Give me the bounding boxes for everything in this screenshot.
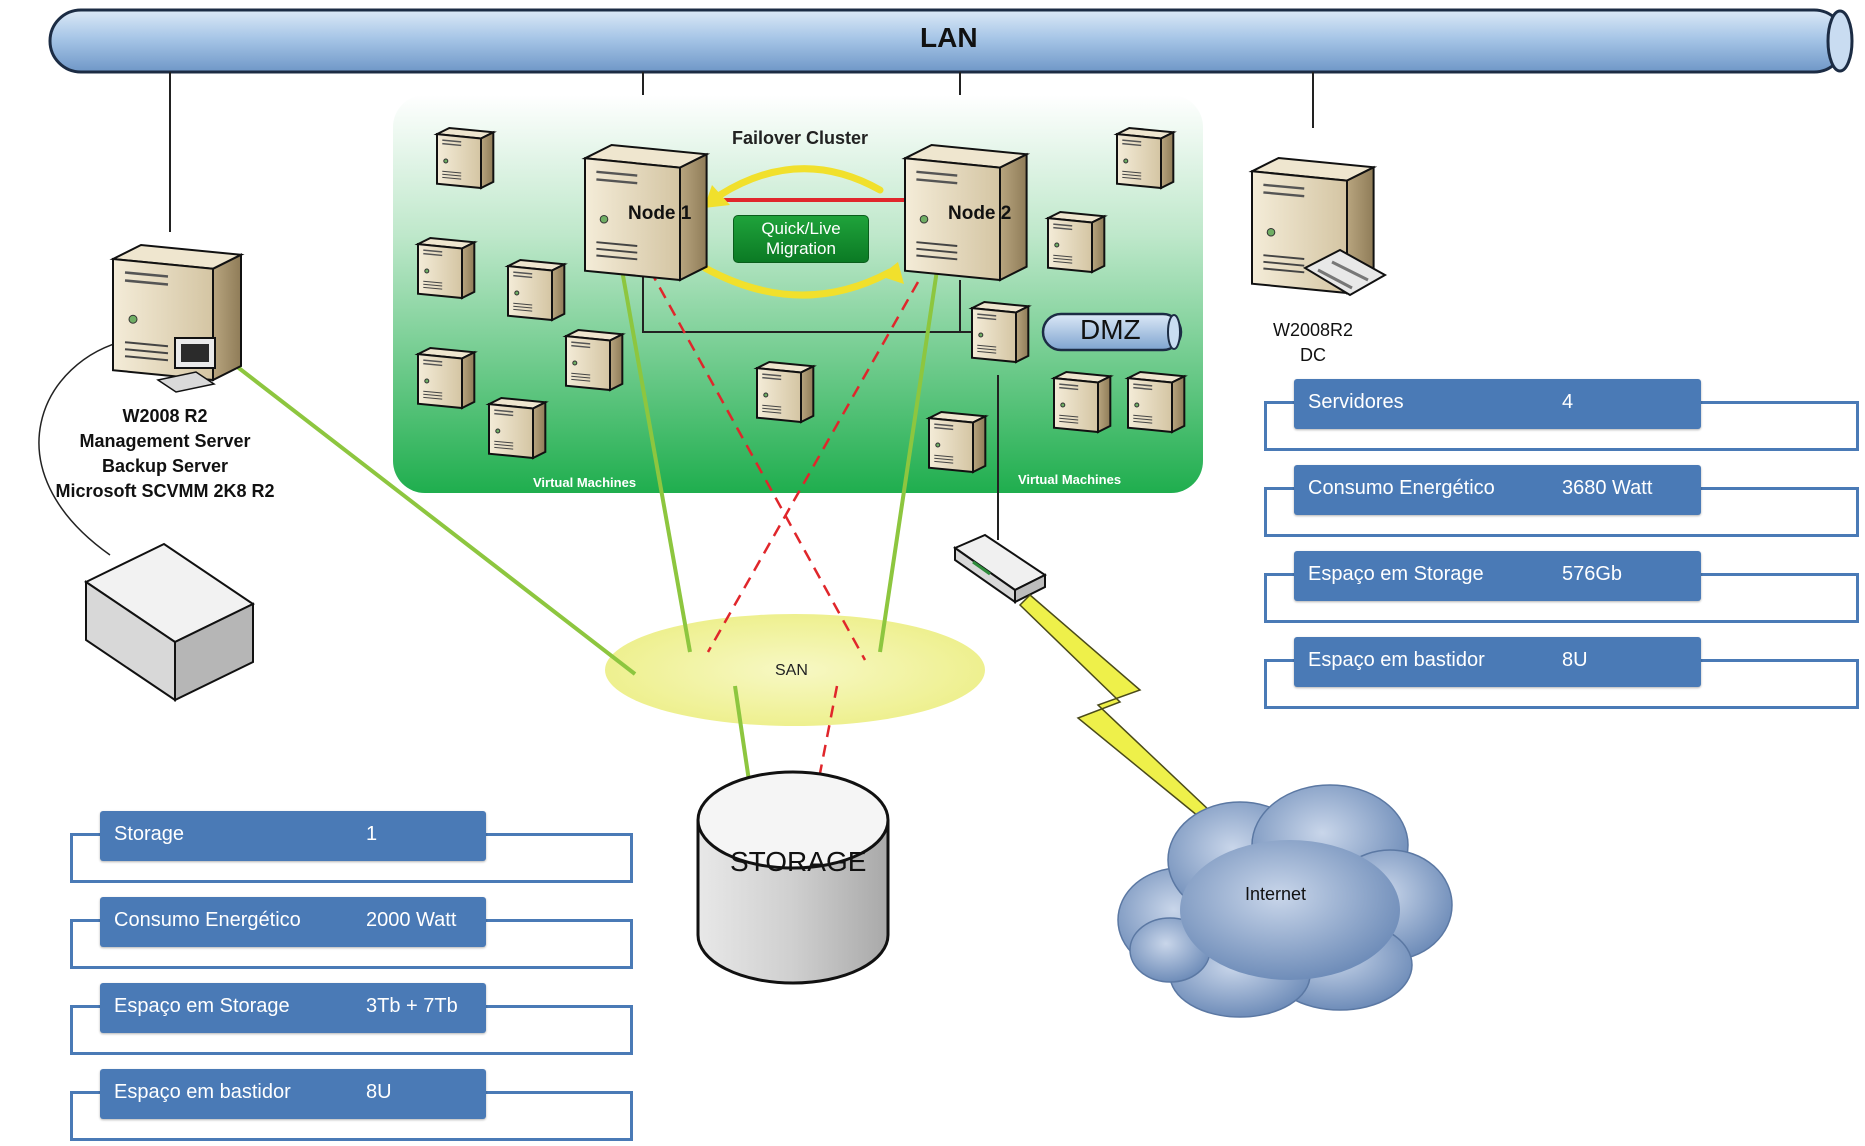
- stat-bar: Servidores 4: [1294, 379, 1701, 429]
- mgmt-line-2: Management Server: [79, 431, 251, 451]
- internet-label: Internet: [1245, 884, 1307, 904]
- node1-label: Node 1: [628, 203, 692, 224]
- stat-bar: Espaço em bastidor 8U: [1294, 637, 1701, 687]
- migration-arrowhead-top: [704, 185, 730, 208]
- vm-server-icon: [1113, 126, 1177, 190]
- stat-label: Espaço em bastidor: [114, 1081, 291, 1103]
- stat-label: Espaço em Storage: [1308, 563, 1484, 585]
- stat-value: 4: [1562, 391, 1574, 413]
- stat-value: 3Tb + 7Tb: [366, 995, 458, 1017]
- migration-button: Quick/Live Migration: [733, 215, 869, 263]
- workstation-icon: [156, 337, 216, 393]
- fc-links: [216, 269, 939, 836]
- node2-server-icon: [901, 143, 1031, 282]
- stat-label: Servidores: [1308, 391, 1404, 413]
- stat-bar: Storage 1: [100, 811, 486, 861]
- san-fabric: [605, 614, 985, 726]
- cluster-title: Failover Cluster: [732, 128, 869, 148]
- vm-server-icon: [485, 396, 549, 460]
- mgmt-line-3: Backup Server: [101, 456, 229, 476]
- stat-bar: Espaço em bastidor 8U: [100, 1069, 486, 1119]
- cluster-internal-links: [642, 270, 999, 540]
- mgmt-line-4: Microsoft SCVMM 2K8 R2: [55, 481, 275, 501]
- stat-bar: Espaço em Storage 3Tb + 7Tb: [100, 983, 486, 1033]
- migration-arrows: [701, 165, 894, 299]
- dc-server-caption: W2008R2 DC: [1253, 318, 1373, 368]
- lan-bus: [48, 8, 1854, 74]
- router-icon: [952, 533, 1047, 604]
- migration-arrowhead-bottom: [880, 262, 904, 284]
- storage-label: STORAGE: [730, 846, 867, 877]
- vm-label-right: Virtual Machines: [1018, 472, 1122, 487]
- dc-tape-icon: [1302, 248, 1388, 297]
- vm-server-icon: [414, 236, 478, 300]
- stat-value: 576Gb: [1562, 563, 1623, 585]
- backup-cable: [38, 339, 129, 556]
- stat-value: 1: [366, 823, 378, 845]
- storage-cylinder-icon: [696, 770, 890, 985]
- san-label: SAN: [775, 662, 808, 679]
- stat-label: Espaço em bastidor: [1308, 649, 1485, 671]
- vm-server-icon: [1124, 370, 1188, 434]
- stat-bar: Consumo Energético 3680 Watt: [1294, 465, 1701, 515]
- vm-server-icon: [925, 410, 989, 474]
- vm-server-icon: [504, 258, 568, 322]
- stat-bar: Consumo Energético 2000 Watt: [100, 897, 486, 947]
- stat-value: 2000 Watt: [366, 909, 457, 931]
- vm-server-icon: [433, 126, 497, 190]
- stat-value: 3680 Watt: [1562, 477, 1653, 499]
- stat-label: Espaço em Storage: [114, 995, 290, 1017]
- vm-server-icon: [968, 300, 1032, 364]
- stat-value: 8U: [366, 1081, 392, 1103]
- stat-label: Consumo Energético: [1308, 477, 1495, 499]
- vm-server-icon: [562, 328, 626, 392]
- vm-label-left: Virtual Machines: [533, 475, 637, 490]
- dc-line-2: DC: [1300, 345, 1326, 365]
- lan-label: LAN: [920, 22, 978, 53]
- dc-line-1: W2008R2: [1272, 320, 1354, 340]
- management-server-caption: W2008 R2 Management Server Backup Server…: [20, 404, 310, 504]
- wan-lightning-icon: [1018, 593, 1232, 835]
- node1-server-icon: [581, 143, 711, 282]
- backup-device-icon: [84, 542, 255, 702]
- stat-label: Storage: [114, 823, 185, 845]
- dmz-label: DMZ: [1080, 314, 1141, 345]
- vm-server-icon: [1044, 210, 1108, 274]
- internet-cloud-icon: [1117, 784, 1453, 1018]
- vm-server-icon: [414, 346, 478, 410]
- node2-label: Node 2: [948, 203, 1012, 224]
- vm-server-icon: [1050, 370, 1114, 434]
- stat-value: 8U: [1562, 649, 1588, 671]
- stat-bar: Espaço em Storage 576Gb: [1294, 551, 1701, 601]
- dmz-segment: [1041, 312, 1183, 352]
- mgmt-line-1: W2008 R2: [122, 406, 208, 426]
- stat-label: Consumo Energético: [114, 909, 301, 931]
- vm-server-icon: [753, 360, 817, 424]
